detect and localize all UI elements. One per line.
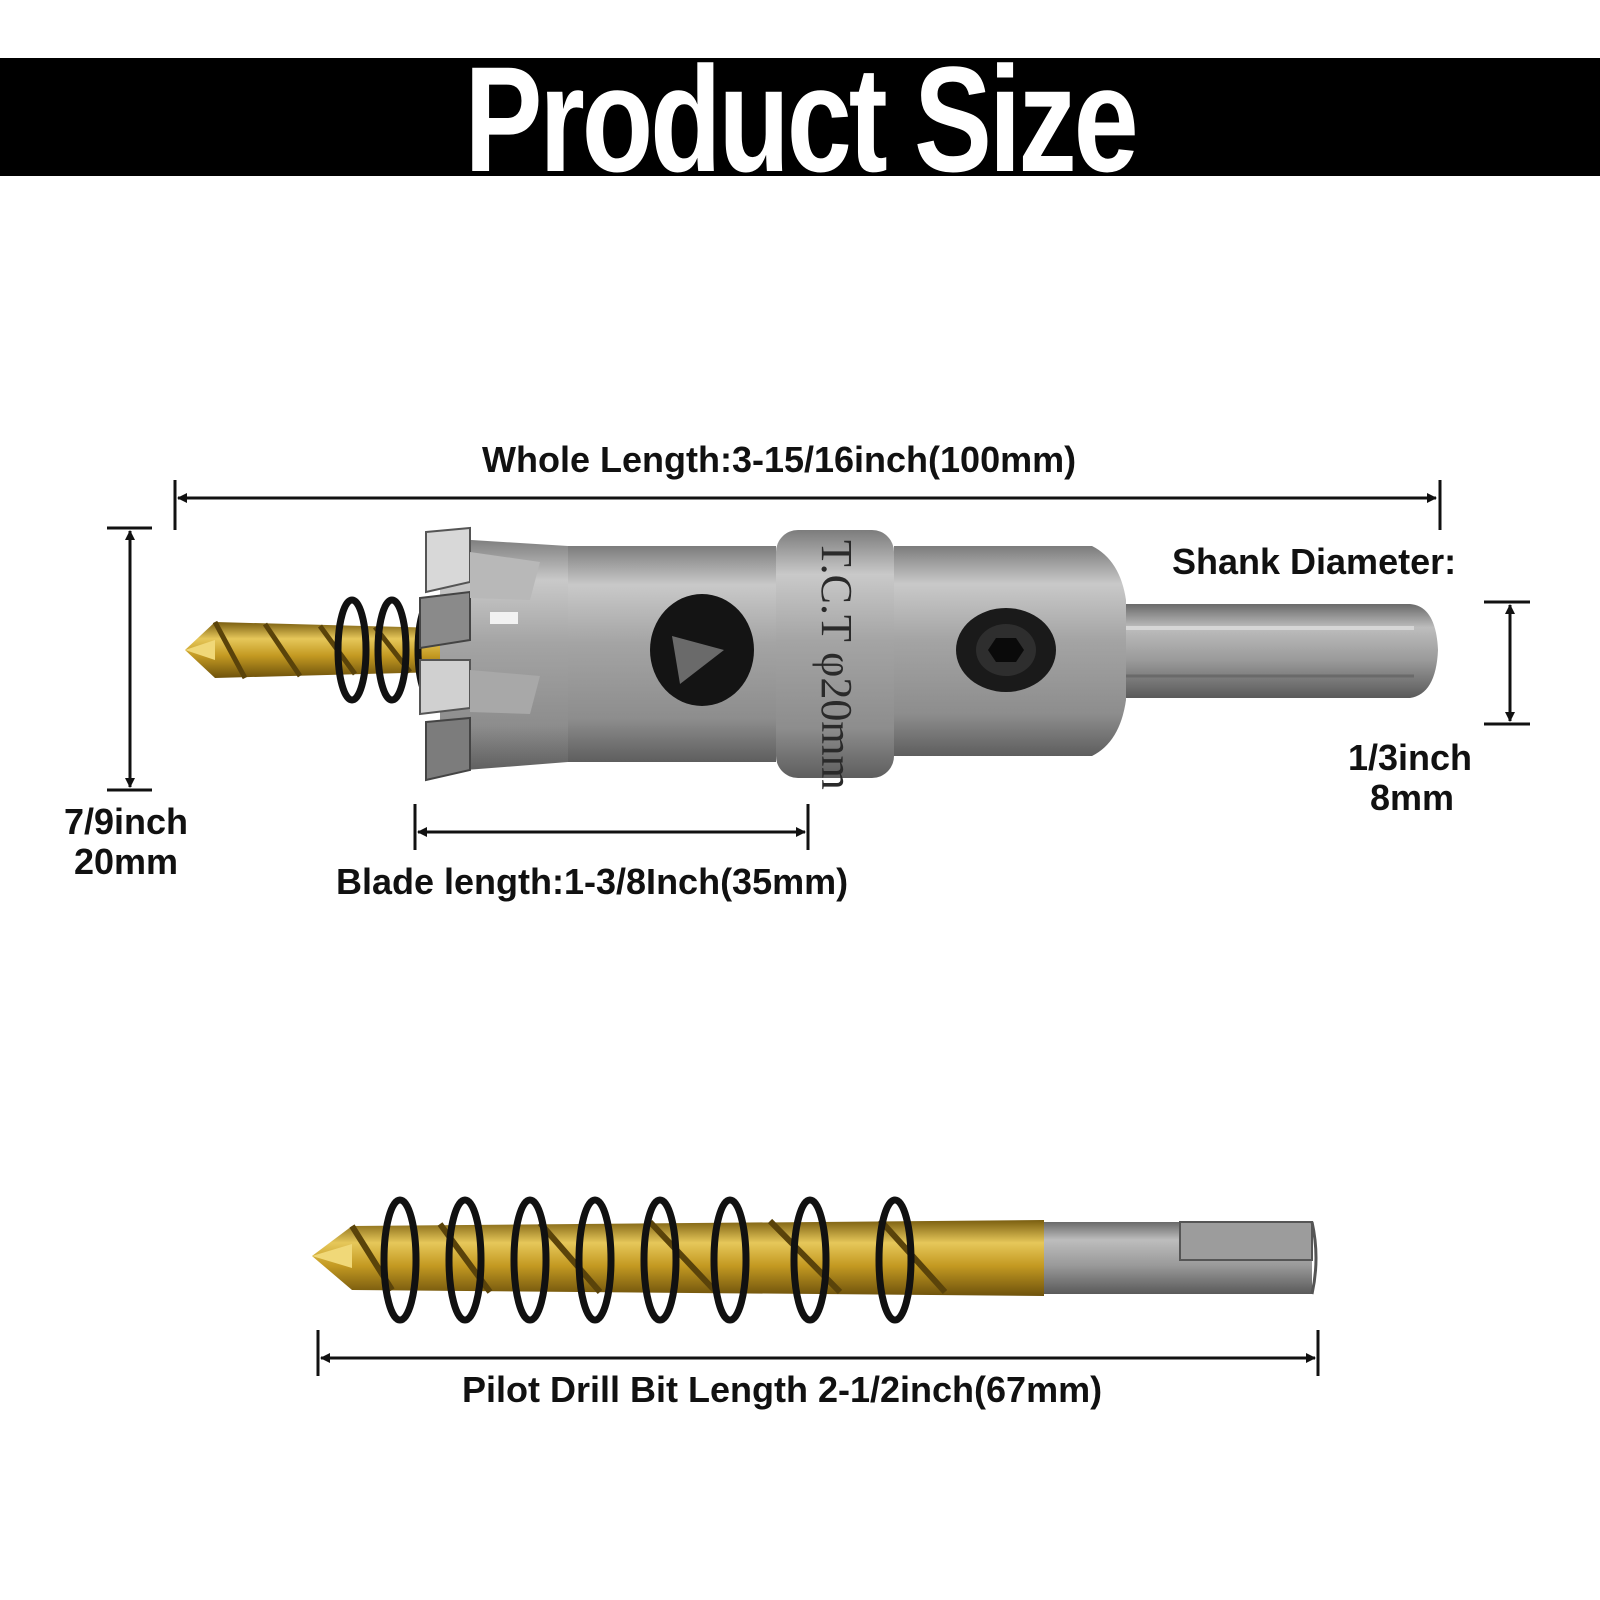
page-title: Product Size — [464, 35, 1138, 203]
hole-saw: T.C.T φ20mm — [185, 526, 1438, 790]
hex-shank — [1126, 604, 1438, 698]
cutter-diameter-inch: 7/9inch — [64, 801, 189, 842]
cutter-diameter-dimension — [107, 526, 152, 792]
shank-diameter-mm: 8mm — [1370, 777, 1455, 818]
cutter-diameter-mm: 20mm — [74, 841, 179, 882]
whole-length-dimension — [173, 480, 1442, 530]
pilot-length-dimension — [316, 1330, 1320, 1376]
set-screw — [956, 608, 1056, 692]
blade-length-label: Blade length:1-3/8Inch(35mm) — [336, 861, 849, 902]
shank-diameter-inch: 1/3inch — [1348, 737, 1473, 778]
blade-length-dimension — [413, 804, 810, 850]
whole-length-label: Whole Length:3-15/16inch(100mm) — [482, 439, 1077, 480]
shank-diameter-label: Shank Diameter: — [1172, 541, 1457, 582]
engraving-text: T.C.T φ20mm — [812, 540, 861, 790]
pilot-drill-bit — [312, 1217, 1318, 1296]
saw-collar — [776, 530, 894, 778]
pilot-drill-length-label: Pilot Drill Bit Length 2-1/2inch(67mm) — [462, 1369, 1103, 1410]
chip-ejection-hole — [650, 594, 754, 706]
pilot-drill-spring — [380, 1196, 915, 1324]
shank-diameter-dimension — [1484, 600, 1530, 726]
cutter-head — [419, 526, 568, 782]
title-banner — [0, 58, 1600, 176]
